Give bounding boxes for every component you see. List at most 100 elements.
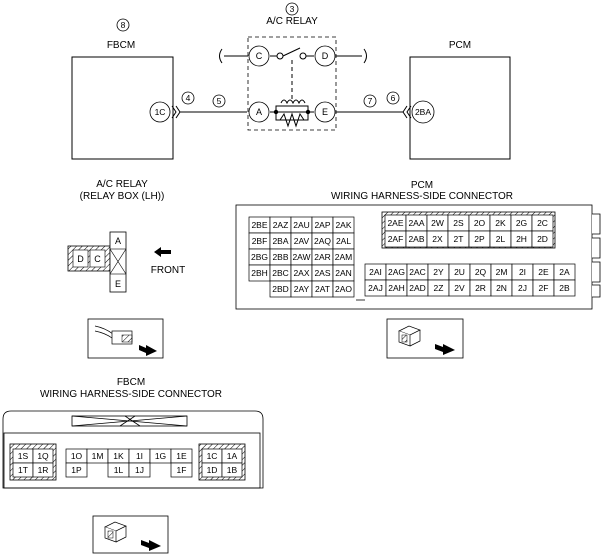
pin-label: 1Q	[37, 451, 49, 461]
pin-label: 2U	[454, 267, 465, 277]
pin-label: 2I	[519, 267, 526, 277]
callout-3: 3	[285, 2, 299, 16]
pin-label: 2R	[475, 283, 486, 293]
pin-label: 1A	[227, 451, 238, 461]
pin-label: 2E	[538, 267, 549, 277]
svg-text:D: D	[322, 51, 329, 61]
pin-label: 2AE	[387, 218, 403, 228]
pin-label: 2AI	[369, 267, 382, 277]
front-label: FRONT	[151, 265, 185, 276]
pin-cell	[553, 279, 576, 297]
svg-text:5: 5	[217, 96, 222, 106]
pin-label: 1C	[207, 451, 218, 461]
svg-text:E: E	[322, 107, 328, 117]
svg-text:A: A	[256, 107, 262, 117]
pin-label: 2Y	[433, 267, 444, 277]
pcm-connector-subtitle: WIRING HARNESS-SIDE CONNECTOR	[331, 191, 513, 202]
pin-label: 2C	[537, 218, 548, 228]
pin-cell	[221, 462, 243, 478]
svg-text:2BA: 2BA	[415, 107, 431, 117]
pin-label: 1T	[18, 465, 28, 475]
pin-label: 2AV	[294, 236, 310, 246]
relay-pin-c: C	[94, 254, 101, 264]
pin-label: 1D	[207, 465, 218, 475]
pin-label: 2P	[474, 234, 485, 244]
fbcm-connector-title: FBCM	[117, 377, 145, 388]
callout-7: 7	[363, 94, 377, 108]
svg-text:3: 3	[290, 4, 295, 14]
relay-connector-title: A/C RELAY	[96, 179, 148, 190]
callout-8: 8	[116, 18, 130, 32]
pin-label: 2X	[432, 234, 443, 244]
pin-label: 2AP	[314, 220, 330, 230]
pcm-label: PCM	[449, 40, 471, 51]
pin-label: 2K	[495, 218, 506, 228]
ac-relay-label: A/C RELAY	[266, 16, 318, 27]
relay-connector-face: D C A E	[67, 231, 127, 293]
pin-label: 2AN	[335, 268, 352, 278]
pin-label: 1G	[155, 451, 166, 461]
pin-label: 2A	[559, 267, 570, 277]
pin-label: 2AW	[292, 252, 310, 262]
pin-label: 1S	[18, 451, 29, 461]
pin-label: 2AY	[294, 284, 310, 294]
svg-text:C: C	[256, 51, 263, 61]
pin-label: 2D	[537, 234, 548, 244]
relay-pin-e: E	[115, 279, 121, 289]
pin-label: 2BG	[251, 252, 268, 262]
pin-cell	[332, 280, 355, 298]
pin-label: 1P	[71, 465, 82, 475]
pin-label: 2W	[431, 218, 444, 228]
relay-pin-a: A	[115, 236, 121, 246]
pin-label: 2Q	[475, 267, 487, 277]
pin-label: 1E	[176, 451, 187, 461]
pin-label: 2AX	[293, 268, 309, 278]
pin-label: 2AB	[408, 234, 424, 244]
pin-label: 2AG	[388, 267, 405, 277]
pin-cell	[531, 230, 554, 248]
pin-label: 2T	[454, 234, 464, 244]
pin-label: 2G	[516, 218, 527, 228]
pin-label: 1R	[38, 465, 49, 475]
relay-internals	[270, 47, 314, 128]
pin-label: 2AO	[335, 284, 352, 294]
pin-label: 1B	[227, 465, 238, 475]
pin-label: 2BF	[252, 236, 268, 246]
relay-terminal-d: D	[314, 45, 336, 67]
fbcm-pin-1c: 1C	[149, 101, 171, 123]
pin-label: 2S	[453, 218, 464, 228]
pin-label: 2AM	[335, 252, 352, 262]
pin-label: 1L	[114, 465, 124, 475]
pin-cell	[32, 462, 54, 478]
ac-relay-box	[247, 36, 337, 131]
pin-label: 2N	[496, 283, 507, 293]
pin-label: 2AH	[388, 283, 405, 293]
pin-label: 1K	[113, 451, 124, 461]
relay-pin-d: D	[77, 254, 84, 264]
pin-label: 2AQ	[314, 236, 331, 246]
pin-label: 2BC	[272, 268, 289, 278]
relay-terminal-c: C	[248, 45, 270, 67]
pin-label: 2BH	[251, 268, 268, 278]
pin-label: 1I	[136, 451, 143, 461]
junction-dot	[273, 109, 279, 115]
pin-label: 1J	[135, 465, 144, 475]
connector-view-icon	[386, 318, 464, 359]
pin-label: 2AZ	[273, 220, 289, 230]
svg-text:7: 7	[368, 96, 373, 106]
callout-5: 5	[212, 94, 226, 108]
pin-label: 2O	[474, 218, 486, 228]
callout-4: 4	[181, 91, 195, 105]
pin-label: 2M	[496, 267, 508, 277]
pin-label: 2AU	[293, 220, 310, 230]
pin-label: 1F	[177, 465, 187, 475]
relay-terminal-a: A	[248, 101, 270, 123]
pin-cell	[65, 462, 88, 478]
pcm-connector-title: PCM	[411, 180, 433, 191]
junction-dot	[305, 109, 311, 115]
wire-fbcm-relay	[171, 105, 247, 119]
